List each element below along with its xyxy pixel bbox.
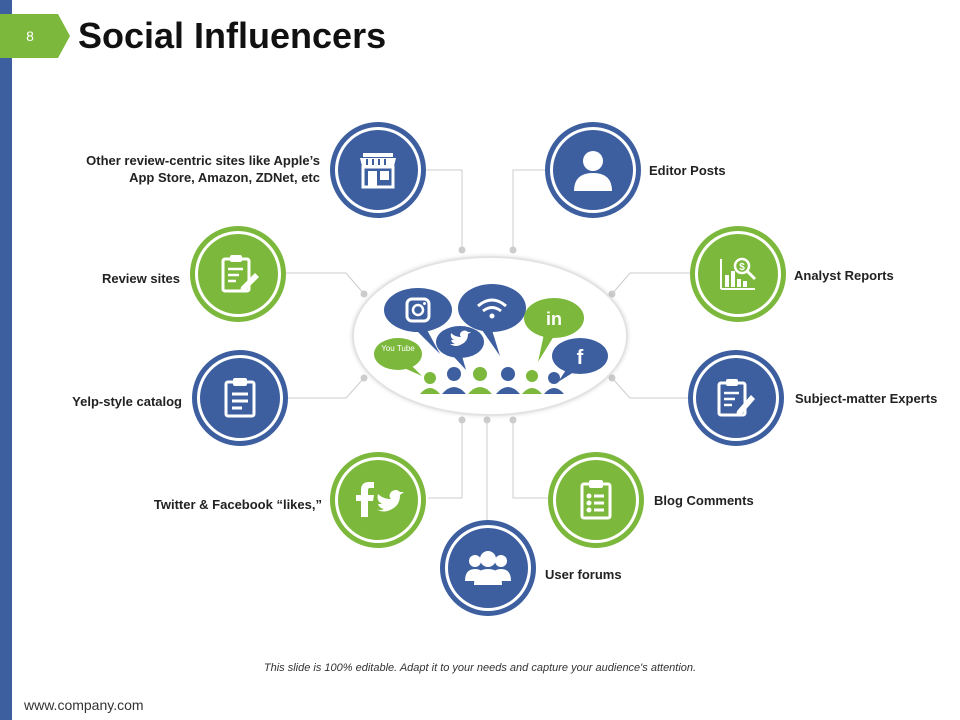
twitter-icon <box>436 326 484 370</box>
group-users-icon <box>465 551 511 585</box>
youtube-text: You Tube <box>381 344 415 353</box>
label-user-forums: User forums <box>545 567 622 582</box>
label-editor-posts: Editor Posts <box>649 163 726 178</box>
yelp-catalog-circle <box>192 350 288 446</box>
checklist-icon <box>580 480 612 520</box>
blog-comments-circle <box>548 452 644 548</box>
social-media-hub: You Tube in <box>352 256 628 416</box>
editable-footnote: This slide is 100% editable. Adapt it to… <box>263 662 697 674</box>
page-number-badge: 8 <box>0 14 70 58</box>
review-sites-circle <box>190 226 286 322</box>
user-icon <box>574 151 612 191</box>
label-blog-comments: Blog Comments <box>654 493 754 508</box>
document-pen-icon <box>717 379 755 417</box>
clipboard-list-icon <box>224 378 256 418</box>
badge-arrow-shape <box>0 14 70 58</box>
svg-text:$: $ <box>739 262 745 273</box>
label-yelp-catalog: Yelp-style catalog <box>72 394 182 409</box>
label-twitter-facebook-likes: Twitter & Facebook “likes,” <box>153 497 322 512</box>
twitter-facebook-circle <box>330 452 426 548</box>
wifi-icon <box>458 284 526 356</box>
social-bubbles-illustration: You Tube in <box>374 284 608 394</box>
editor-posts-circle <box>545 122 641 218</box>
linkedin-icon: in <box>524 298 584 362</box>
svg-text:in: in <box>546 309 562 329</box>
youtube-icon: You Tube <box>374 338 422 376</box>
label-analyst-reports: Analyst Reports <box>794 268 894 283</box>
analyst-reports-circle: $ <box>690 226 786 322</box>
left-accent-bar <box>0 0 12 720</box>
facebook-twitter-icon <box>356 482 404 517</box>
chart-magnifier-icon: $ <box>720 257 757 290</box>
instagram-icon <box>384 288 452 354</box>
svg-text:f: f <box>577 347 584 369</box>
user-forums-circle <box>440 520 536 616</box>
company-website: www.company.com <box>24 697 144 713</box>
facebook-icon: f <box>552 338 608 382</box>
store-icon <box>360 153 396 189</box>
clipboard-pencil-icon <box>221 255 259 293</box>
label-subject-matter-experts: Subject-matter Experts <box>795 391 938 406</box>
label-review-sites: Review sites <box>101 271 180 286</box>
page-number: 8 <box>26 28 34 44</box>
slide-title: Social Influencers <box>78 15 387 56</box>
people-crowd-icon <box>420 367 564 394</box>
subject-matter-experts-circle <box>688 350 784 446</box>
store-circle <box>330 122 426 218</box>
label-review-centric-sites: Other review-centric sites like Apple’s … <box>86 153 320 185</box>
